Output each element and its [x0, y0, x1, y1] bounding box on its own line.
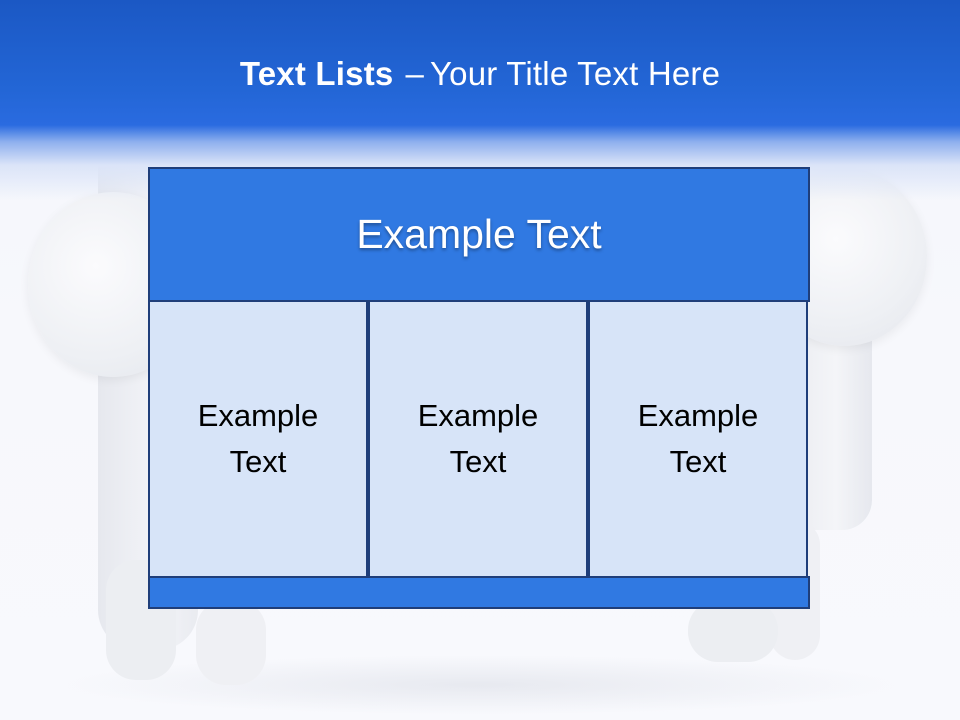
column-3-text: Example Text	[637, 398, 759, 479]
floor-shadow	[60, 655, 900, 715]
column-2-text: Example Text	[417, 398, 539, 479]
slide-title: Text Lists–Your Title Text Here	[0, 52, 960, 96]
text-list-diagram: Example Text Example Text Example Text E…	[148, 167, 810, 609]
diagram-header-text: Example Text	[356, 211, 602, 257]
diagram-header-box: Example Text	[148, 167, 810, 302]
diagram-column-3: Example Text	[588, 300, 808, 578]
header-band	[0, 0, 960, 200]
diagram-footer-bar	[148, 576, 810, 609]
title-bold-text: Text Lists	[239, 55, 394, 92]
right-figure-foot	[688, 600, 778, 662]
column-1-text: Example Text	[197, 398, 319, 479]
title-dash: –	[405, 55, 424, 92]
left-figure-leg	[196, 600, 266, 685]
diagram-column-1: Example Text	[148, 300, 368, 578]
title-rest-text: Your Title Text Here	[430, 55, 721, 92]
diagram-column-2: Example Text	[368, 300, 588, 578]
